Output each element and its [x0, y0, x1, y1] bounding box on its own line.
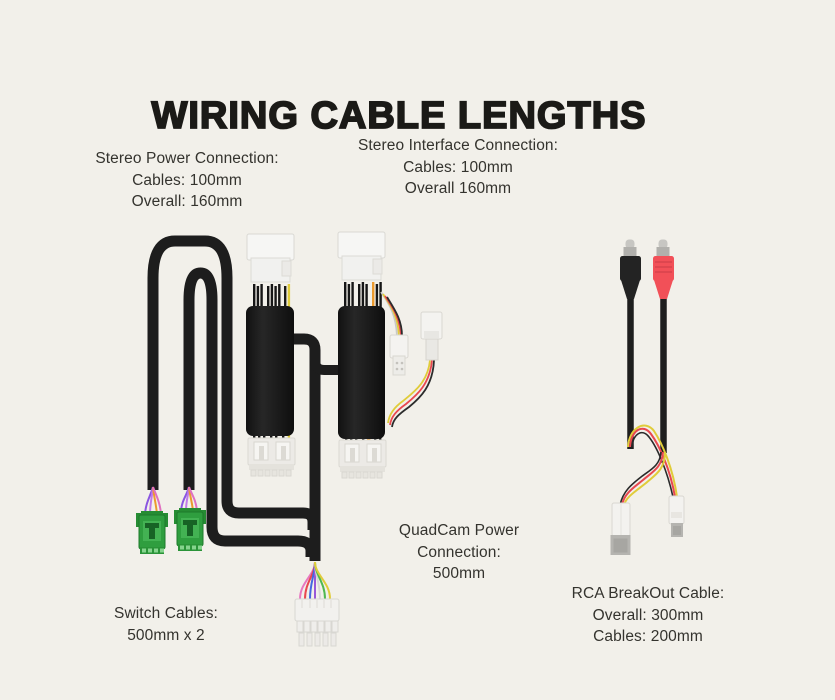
rca-plug-red [653, 239, 674, 299]
label-line: Switch Cables: [114, 605, 218, 622]
stereo-power-unit [246, 233, 296, 477]
page-title: WIRING CABLE LENGTHS [151, 95, 647, 139]
black-loom-body-2 [338, 306, 385, 439]
rca-breakout-cable-graphic [610, 239, 685, 555]
label-line: Connection: [417, 543, 501, 561]
stereo-harness-graphic [136, 231, 443, 647]
black-loom-body-1 [246, 306, 294, 436]
label-line: Overall: 300mm [592, 606, 704, 624]
rca-plug-black [620, 239, 641, 299]
label-quadcam-power-connection: QuadCam Power Connection: 500mm [380, 520, 538, 585]
label-line: Stereo Power Connection: [95, 150, 279, 167]
small-white-connector-a [389, 334, 409, 376]
label-stereo-power-connection: Stereo Power Connection: Cables: 100mm O… [65, 148, 309, 213]
green-switch-connector-2 [174, 508, 206, 551]
label-line: Overall 160mm [404, 180, 512, 197]
rca-bottom-connector-left [610, 502, 631, 555]
quadcam-power-cable [292, 333, 340, 561]
label-line: Overall: 160mm [131, 193, 243, 210]
label-line: Cables: 100mm [403, 158, 513, 176]
label-line: 500mm [432, 565, 486, 582]
rca-breakout-wires [619, 424, 678, 506]
top-pins-1 [253, 284, 291, 310]
label-rca-breakout-cable: RCA BreakOut Cable: Overall: 300mm Cable… [523, 583, 773, 648]
green-switch-connector-1 [136, 511, 168, 554]
stereo-interface-unit [337, 231, 443, 479]
label-line: Cables: 100mm [132, 171, 242, 189]
rca-bottom-connector-right [668, 495, 685, 537]
white-bottom-connector-1 [247, 437, 296, 477]
label-line: QuadCam Power [398, 522, 520, 539]
label-line: 500mm x 2 [127, 626, 205, 644]
label-line: Cables: 200mm [593, 628, 703, 645]
small-white-connector-b [420, 311, 443, 361]
label-line: RCA BreakOut Cable: [571, 585, 725, 602]
interface-side-wires [387, 359, 435, 428]
white-top-connector-1 [246, 233, 295, 283]
white-bottom-connector-2 [338, 439, 387, 479]
white-top-connector-2 [337, 231, 386, 281]
interface-top-wires [380, 291, 403, 337]
top-pins-2 [344, 282, 382, 308]
switch-cable-loops [147, 235, 319, 557]
label-stereo-interface-connection: Stereo Interface Connection: Cables: 100… [333, 135, 583, 200]
quadcam-connector-wires [299, 561, 331, 600]
label-switch-cables: Switch Cables: 500mm x 2 [66, 603, 266, 646]
quadcam-power-connector [294, 598, 340, 647]
label-line: Stereo Interface Connection: [357, 137, 559, 154]
